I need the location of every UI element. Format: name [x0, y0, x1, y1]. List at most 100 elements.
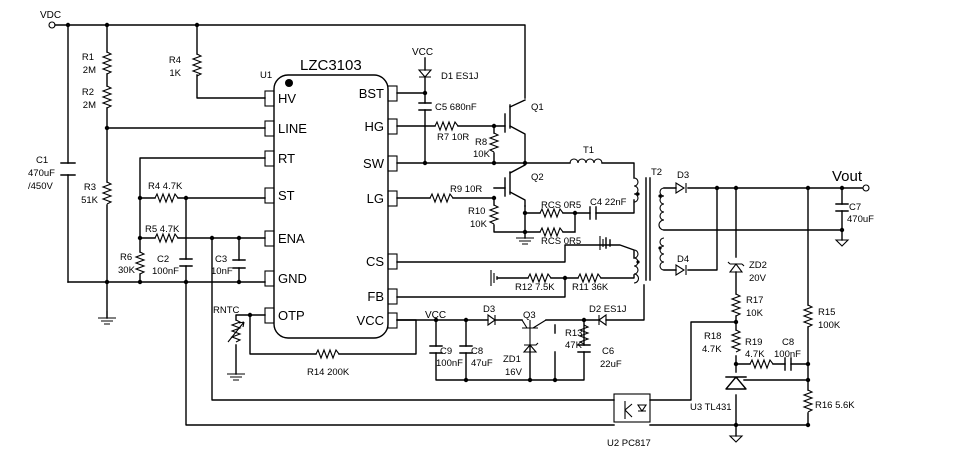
- ground-symbol: [516, 237, 534, 245]
- label-zd2-ref: ZD2: [749, 260, 767, 271]
- capacitor-c9: [429, 345, 443, 354]
- ic-part-number: LZC3103: [300, 57, 362, 74]
- label-r5: R5 4.7K: [145, 224, 180, 235]
- label-c8-ref: C8: [471, 346, 483, 357]
- resistor-r4-st: [154, 192, 179, 204]
- resistor-rcs2: [539, 226, 564, 238]
- pin-lg: LG: [367, 191, 384, 206]
- net-vout: Vout: [832, 168, 863, 185]
- label-c1-ref: C1: [36, 155, 48, 166]
- pin-gnd: GND: [278, 271, 307, 286]
- label-r4-ref: R4: [169, 55, 181, 66]
- label-q3: Q3: [523, 310, 536, 321]
- resistor-r7: [434, 120, 459, 132]
- labels: VDC VCC VCC Vout R1 2M R2 2M R3 51K C1 4…: [28, 10, 874, 449]
- pin-hv: HV: [278, 91, 296, 106]
- resistor-r1: [101, 51, 113, 75]
- label-r4-value: 1K: [169, 68, 181, 79]
- label-r3-value: 51K: [81, 195, 99, 206]
- label-c3-value: 10nF: [211, 266, 233, 277]
- resistor-r13: [578, 324, 590, 345]
- label-r18-value: 4.7K: [702, 344, 722, 355]
- resistor-r11: [577, 272, 602, 284]
- capacitor-c4: [589, 206, 597, 220]
- label-c3-ref: C3: [215, 254, 227, 265]
- label-zd2-value: 20V: [749, 273, 767, 284]
- resistor-rcs1: [539, 207, 564, 219]
- label-r1-value: 2M: [83, 65, 96, 76]
- label-t1: T1: [583, 145, 594, 156]
- transformer-t2: [633, 177, 665, 284]
- capacitor-c8-100nf: [784, 357, 792, 371]
- resistor-r17: [730, 293, 742, 317]
- ground-symbol: [98, 311, 116, 325]
- pin-otp: OTP: [278, 308, 305, 323]
- diode-d3-out: [675, 182, 687, 194]
- pin-ena: ENA: [278, 231, 305, 246]
- label-r17-value: 10K: [746, 308, 764, 319]
- resistor-r2: [101, 85, 113, 109]
- pin-st: ST: [278, 188, 295, 203]
- wires: [48, 21, 863, 437]
- net-vcc-bst: VCC: [412, 47, 433, 58]
- resistor-r5: [154, 232, 179, 244]
- zener-zd2: [727, 261, 745, 273]
- label-c7-value: 470uF: [847, 214, 874, 225]
- resistor-r10: [488, 204, 500, 225]
- thermistor-rntc: [230, 319, 242, 343]
- label-r13-value: 47K: [565, 340, 583, 351]
- label-c6-value: 22uF: [600, 359, 622, 370]
- shunt-regulator-u3: [725, 376, 747, 390]
- components: [60, 22, 870, 443]
- label-rcs2: RCS 0R5: [541, 236, 581, 247]
- pin-rt: RT: [278, 151, 295, 166]
- diode-d2: [598, 313, 607, 327]
- resistor-r14: [315, 348, 340, 360]
- label-zd1-value: 16V: [505, 367, 523, 378]
- capacitor-c8-47uf: [459, 345, 473, 354]
- label-c4: C4 22nF: [590, 197, 627, 208]
- label-c5: C5 680nF: [435, 102, 477, 113]
- label-r13-ref: R13: [565, 328, 582, 339]
- pin-hg: HG: [365, 119, 385, 134]
- label-r19-value: 4.7K: [745, 349, 765, 360]
- label-r2-value: 2M: [83, 100, 96, 111]
- resistor-r8: [488, 132, 500, 153]
- label-c6-ref: C6: [602, 346, 614, 357]
- label-rcs1: RCS 0R5: [541, 200, 581, 211]
- pin-sw: SW: [363, 156, 385, 171]
- label-r15-ref: R15: [818, 307, 835, 318]
- label-d4: D4: [677, 254, 689, 265]
- resistor-r12: [527, 272, 552, 284]
- label-u3: U3 TL431: [690, 402, 732, 413]
- label-r10-value: 10K: [470, 219, 488, 230]
- resistor-r16: [802, 389, 814, 413]
- label-r11: R11 36K: [572, 282, 609, 293]
- pin-cs: CS: [366, 254, 384, 269]
- label-d2: D2 ES1J: [589, 304, 627, 315]
- label-r19-ref: R19: [745, 337, 762, 348]
- label-r3-ref: R3: [84, 182, 96, 193]
- pin-vcc: VCC: [357, 313, 384, 328]
- label-zd1-ref: ZD1: [503, 354, 521, 365]
- resistor-r15: [802, 304, 814, 328]
- transistor-q3: [521, 319, 547, 345]
- label-d1: D1 ES1J: [441, 71, 479, 82]
- label-r7: R7 10R: [437, 132, 469, 143]
- label-c8b-value: 100nF: [774, 349, 801, 360]
- diode-d3-vcc: [487, 313, 496, 327]
- ic-ref: U1: [260, 70, 272, 81]
- label-r8-value: 10K: [473, 149, 491, 160]
- capacitor-c3: [232, 259, 246, 269]
- label-d3-out: D3: [677, 170, 689, 181]
- net-vdc: VDC: [40, 10, 61, 21]
- resistor-r9: [429, 192, 454, 204]
- label-r4-st: R4 4.7K: [148, 181, 183, 192]
- label-c2-value: 100nF: [152, 266, 179, 277]
- label-u2: U2 PC817: [607, 438, 651, 449]
- resistor-r3: [101, 181, 113, 205]
- label-q1: Q1: [531, 102, 544, 113]
- diode-d4: [675, 264, 687, 276]
- ground-symbol: [490, 270, 498, 286]
